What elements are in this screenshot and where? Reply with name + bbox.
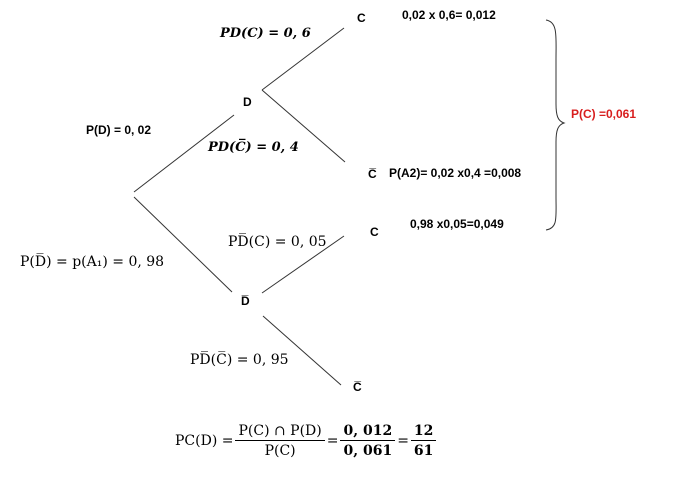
formula-equals-1: = <box>326 433 339 449</box>
formula-num-2: 0, 012 <box>340 424 396 441</box>
result-path-2: P(A2)= 0,02 x0,4 =0,008 <box>389 166 522 180</box>
node-cbar-bottom: C̅ <box>353 380 362 394</box>
bayes-formula: PC(D) = P(C) ∩ P(D) P(C) = 0, 012 0, 061… <box>175 424 438 458</box>
formula-fraction-3: 12 61 <box>410 424 437 459</box>
node-d: D <box>243 95 252 109</box>
node-c-top: C <box>357 11 366 25</box>
label-pdbar-cbar: PD̅(C̅) = 0, 95 <box>190 352 289 368</box>
branch-d-cbar <box>261 89 346 163</box>
label-p-dbar: P(D̅) = p(A₁) = 0, 98 <box>20 254 165 270</box>
label-pd-c: PD(C) = 0, 6 <box>220 26 311 41</box>
formula-equals-2: = <box>397 433 409 449</box>
branch-dbar-cbar <box>262 315 342 386</box>
formula-lhs: PC(D) = <box>175 433 234 449</box>
label-pd-cbar: PD(C̅) = 0, 4 <box>208 140 299 155</box>
branch-dbar-c <box>261 235 345 294</box>
formula-fraction-2: 0, 012 0, 061 <box>340 424 396 459</box>
label-pdbar-c: PD̅(C) = 0, 05 <box>228 234 327 250</box>
formula-fraction-1: P(C) ∩ P(D) P(C) <box>235 424 325 459</box>
branch-d-c <box>261 27 345 91</box>
branch-root-d <box>133 114 235 193</box>
formula-num-3: 12 <box>410 424 437 441</box>
label-p-d: P(D) = 0, 02 <box>86 123 152 137</box>
node-c-mid: C <box>370 225 379 239</box>
node-dbar: D̅ <box>241 294 250 308</box>
result-total-pc: P(C) =0,061 <box>571 107 637 121</box>
result-path-1: 0,02 x 0,6= 0,012 <box>402 8 496 22</box>
branch-root-dbar <box>133 196 233 293</box>
node-cbar-top: C̅ <box>368 167 377 181</box>
result-path-3: 0,98 x0,05=0,049 <box>410 217 504 231</box>
formula-den-3: 61 <box>413 443 434 459</box>
formula-den-2: 0, 061 <box>343 443 393 459</box>
formula-num-1: P(C) ∩ P(D) <box>235 424 325 441</box>
formula-den-1: P(C) <box>264 443 296 459</box>
curly-brace <box>545 19 566 231</box>
